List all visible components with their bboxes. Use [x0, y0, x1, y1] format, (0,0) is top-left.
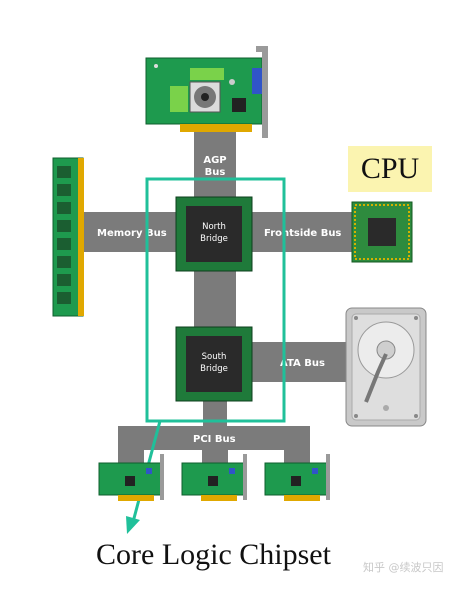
pci-drop-3: [284, 450, 310, 464]
hard-drive-icon: [345, 307, 427, 427]
cpu-label: CPU: [348, 146, 432, 192]
north-bridge-label-1: North: [202, 222, 226, 232]
memory-bus: [83, 212, 179, 252]
buses: [83, 132, 354, 464]
pci-bus-label: PCI Bus: [193, 434, 236, 445]
frontside-bus: [250, 212, 354, 252]
cpu-chip-icon: [351, 201, 413, 263]
ram-stick-icon: [52, 157, 84, 317]
core-logic-chipset-label: Core Logic Chipset: [96, 538, 331, 571]
agp-bus: [194, 132, 236, 198]
north-bridge: North Bridge: [175, 196, 253, 272]
pci-drop-2: [202, 450, 228, 464]
south-bridge-label-2: Bridge: [200, 364, 228, 374]
expansion-card-icon: [264, 454, 330, 501]
graphics-card-icon: [145, 46, 268, 138]
south-bridge: South Bridge: [175, 326, 253, 402]
pci-drop-1: [118, 450, 144, 464]
agp-bus-label-2: Bus: [205, 167, 226, 178]
south-bridge-label-1: South: [202, 352, 227, 362]
ata-bus: [250, 342, 348, 382]
north-south-link: [194, 270, 236, 328]
pci-bus: [118, 426, 310, 450]
watermark: 知乎 @续波只因: [363, 561, 444, 574]
agp-bus-label-1: AGP: [203, 155, 226, 166]
chipset-highlight-box: [145, 177, 286, 423]
frontside-bus-label: Frontside Bus: [264, 228, 341, 239]
chipset-arrow-head: [126, 516, 140, 534]
north-bridge-label-2: Bridge: [200, 234, 228, 244]
expansion-card-icon: [98, 454, 164, 501]
expansion-card-icon: [181, 454, 247, 501]
memory-bus-label: Memory Bus: [97, 228, 167, 239]
ata-bus-label: ATA Bus: [280, 358, 325, 369]
